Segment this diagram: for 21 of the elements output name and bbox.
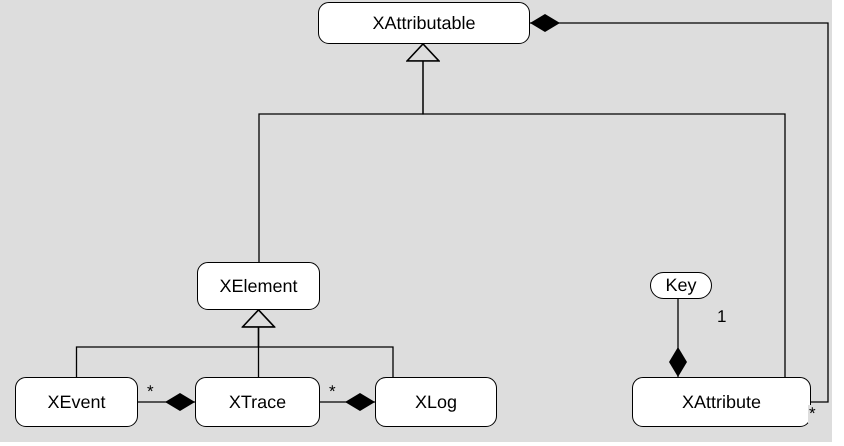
- class-name: Key: [665, 275, 697, 296]
- generalization-arrow: [406, 43, 786, 377]
- class-name: XAttribute: [682, 392, 762, 412]
- composition-line: [138, 393, 195, 411]
- key-class-box: [650, 272, 712, 299]
- class-name: XAttributable: [372, 12, 476, 34]
- generalization-arrow: [242, 309, 394, 377]
- class-name: XLog: [414, 392, 458, 412]
- class-name: XTrace: [228, 392, 286, 412]
- class-name: XEvent: [47, 392, 106, 412]
- class-box: [195, 377, 320, 427]
- class-box: [15, 377, 138, 427]
- class-name: XElement: [219, 276, 298, 296]
- composition-line: [669, 299, 687, 377]
- composition-line: [320, 393, 375, 411]
- composition-line: [530, 14, 829, 403]
- class-box: [318, 2, 530, 44]
- class-box: [375, 377, 497, 427]
- multiplicity-label: *: [808, 405, 817, 423]
- class-box: [632, 377, 811, 427]
- class-box: [197, 262, 320, 310]
